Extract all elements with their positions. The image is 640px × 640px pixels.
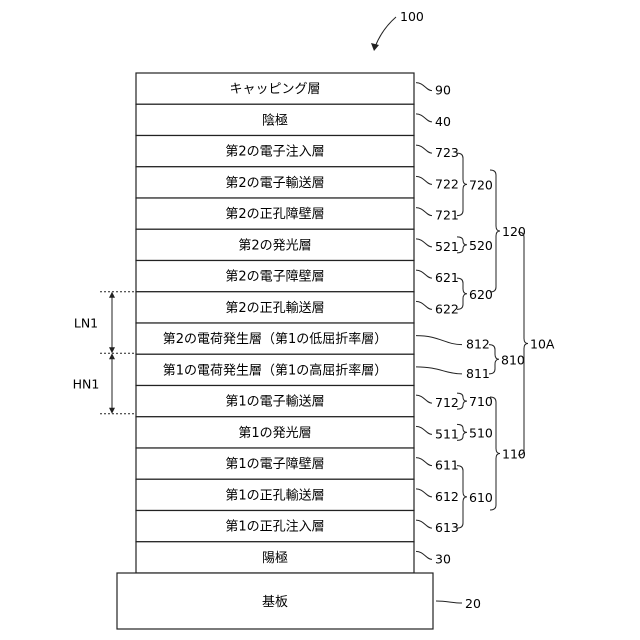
group-bracket [518,232,528,455]
leader-line [416,395,432,403]
leader-line [416,336,462,345]
dimension-label: HN1 [73,377,100,392]
leader-line [416,239,432,247]
layer-label: 第1の発光層 [238,426,311,441]
layer-ref-number: 712 [435,395,459,410]
figure-reference: 100 [371,9,424,51]
dimension-arrowhead [109,353,115,359]
dimension-arrowhead [109,347,115,353]
figure-ref-number: 100 [400,9,424,24]
group-ref-number: 510 [469,425,493,440]
layer-ref-number: 722 [435,176,459,191]
layer-ref-number: 621 [435,270,459,285]
leader-line [416,520,432,528]
figure-ref-arrow [375,17,396,47]
group-ref-number: 720 [469,177,493,192]
group-ref-number: 520 [469,238,493,253]
layer-label: 第2の発光層 [238,238,311,253]
group-ref-number: 120 [502,224,526,239]
layer-ref-number: 521 [435,239,459,254]
leader-line [416,176,432,184]
layer-ref-number: 511 [435,426,459,441]
layer-label: 第1の正孔注入層 [225,520,324,535]
layer-label: 第2の電子障壁層 [225,270,324,285]
layer-ref-number: 611 [435,458,459,473]
layer-label: 第2の電子輸送層 [225,176,324,191]
group-ref-number: 810 [501,352,525,367]
layer-label: 第1の電子輸送層 [225,395,324,410]
leader-line [416,301,432,309]
group-ref-number: 610 [469,490,493,505]
layer-ref-number: 723 [435,145,459,160]
layer-label: 陰極 [262,112,288,128]
leader-line [416,367,462,374]
leader-line [416,208,432,216]
layer-label: 第1の電荷発生層（第1の高屈折率層） [163,362,388,378]
layer-label: 第2の正孔障壁層 [225,207,324,222]
layer-label: 第2の電子注入層 [225,145,324,160]
reference-leaders: 90 40 723 722 721 521 621 622 812 811 712 511 611 612… [416,83,490,611]
layer-ref-number: 811 [466,366,490,381]
dimension-label: LN1 [74,316,98,331]
layer-ref-number: 90 [435,83,451,98]
substrate-label: 基板 [262,595,288,610]
group-ref-number: 10A [530,337,555,352]
dimension-arrowhead [109,292,115,298]
leader-line [436,601,462,603]
layer-label: 第2の電荷発生層（第1の低屈折率層） [163,331,388,347]
leader-line [416,458,432,466]
layer-label: 第1の電子障壁層 [225,457,324,472]
layer-stack: キャッピング層陰極第2の電子注入層第2の電子輸送層第2の正孔障壁層第2の発光層第… [136,73,414,573]
layer-label: キャッピング層 [229,82,320,97]
dimension-arrowhead [109,408,115,414]
group-ref-number: 620 [469,287,493,302]
substrate-block: 基板 [117,573,433,629]
substrate-ref-number: 20 [465,596,481,611]
layer-ref-number: 721 [435,208,459,223]
leader-line [416,426,432,434]
leader-line [416,551,432,559]
arrowhead-icon [371,43,379,51]
layer-ref-number: 40 [435,114,451,129]
layer-ref-number: 30 [435,551,451,566]
group-bracket [489,345,499,374]
leader-line [416,145,432,153]
layer-label: 陽極 [262,550,288,566]
leader-line [416,83,432,91]
layer-ref-number: 812 [466,337,490,352]
leader-line [416,489,432,497]
group-ref-number: 710 [469,394,493,409]
layer-ref-number: 612 [435,489,459,504]
layer-label: 第2の正孔輸送層 [225,301,324,316]
leader-line [416,114,432,122]
layer-label: 第1の正孔輸送層 [225,488,324,503]
dimension-markers: LN1HN1 [73,292,136,414]
leader-line [416,270,432,278]
layer-ref-number: 622 [435,301,459,316]
layer-ref-number: 613 [435,520,459,535]
